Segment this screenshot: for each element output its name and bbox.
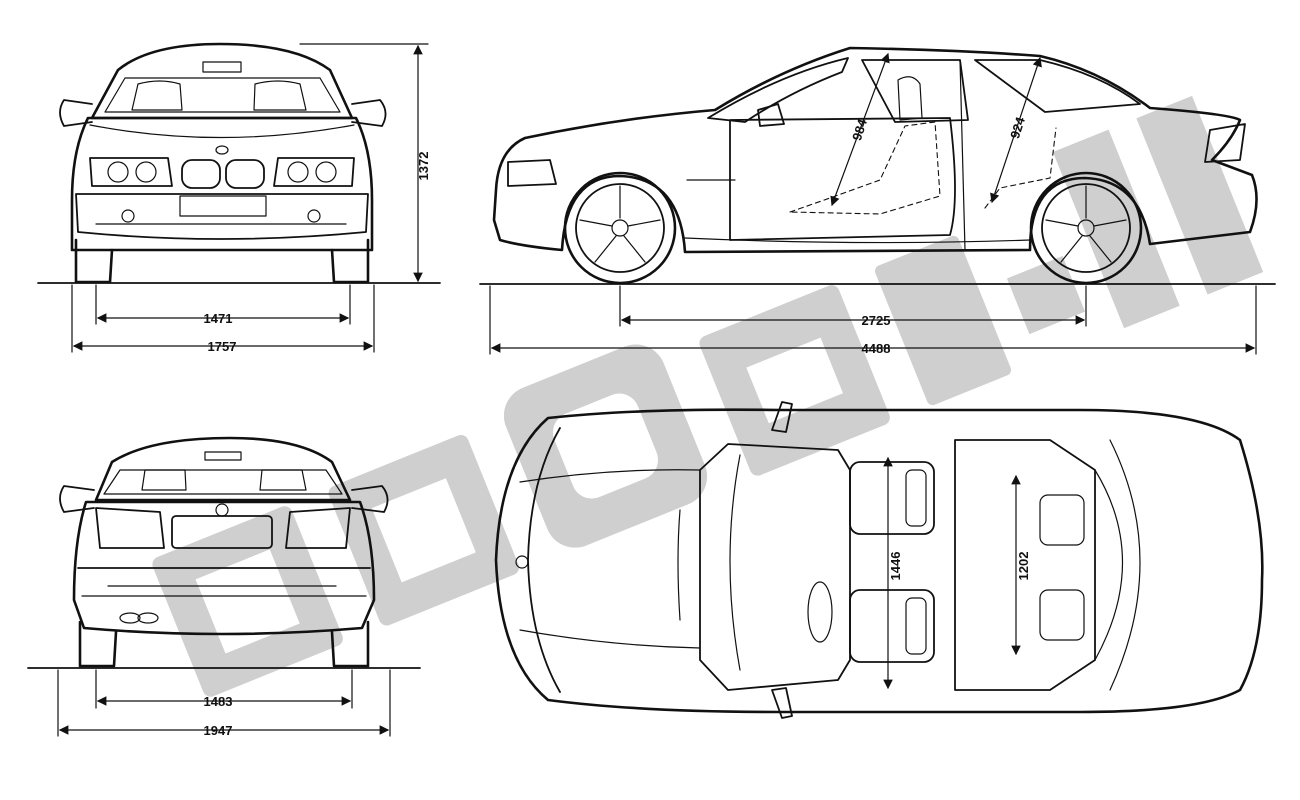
front-width-label: 1757	[208, 339, 237, 354]
front-view: 1372 1471 1757	[37, 42, 441, 354]
side-rear-wheel	[1029, 171, 1143, 285]
front-shoulder-label: 1446	[888, 552, 903, 581]
rear-shoulder-label: 1202	[1016, 552, 1031, 581]
side-view: 984 924 2725 4488	[479, 46, 1276, 356]
rear-track-label: 1483	[204, 694, 233, 709]
length-label: 4488	[862, 341, 891, 356]
front-track-label: 1471	[204, 311, 233, 326]
side-front-wheel	[563, 171, 677, 285]
wheelbase-label: 2725	[862, 313, 891, 328]
top-view: 1446 1202	[494, 401, 1264, 719]
front-height-label: 1372	[416, 152, 431, 181]
width-mirrors-label: 1947	[204, 723, 233, 738]
front-headroom-label: 984	[849, 116, 870, 142]
rear-headroom-label: 924	[1007, 114, 1028, 140]
rear-view: 1483 1947	[27, 436, 421, 738]
